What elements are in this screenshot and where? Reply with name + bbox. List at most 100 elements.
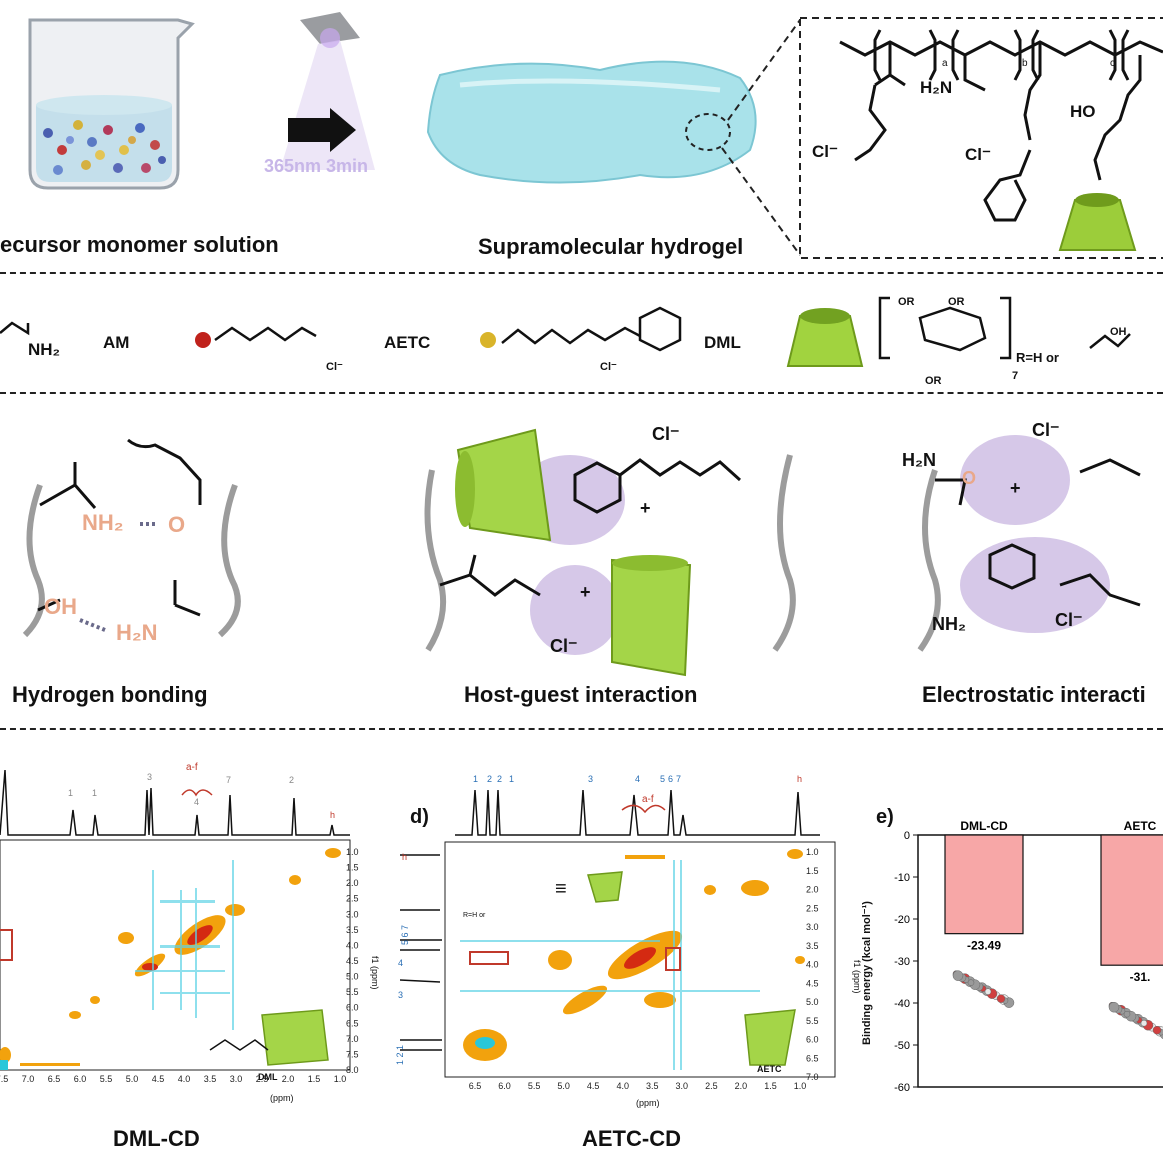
aetc-inset-cd-icon	[744, 1009, 796, 1066]
hydrogen-bonding-diagram	[22, 483, 241, 638]
panel-a-graphic	[28, 12, 1163, 259]
polymer-structure-box	[799, 17, 1163, 259]
y-tick-label: -30	[894, 956, 910, 968]
y-tick-label: -20	[894, 914, 910, 926]
aetc-x-axis-label: (ppm)	[636, 1098, 660, 1108]
aetc-1d-spectrum	[455, 789, 820, 836]
monomers-graphic	[0, 296, 1131, 367]
dml-bracket-label: a-f	[186, 762, 198, 773]
hb-h2n: H₂N	[116, 620, 158, 645]
dml-highlight-box	[0, 929, 13, 961]
y-tick-label: 1.5	[346, 863, 359, 873]
hg-plus-2: +	[580, 582, 591, 602]
monomer-dots	[43, 120, 166, 175]
hydrogel-icon	[426, 60, 757, 184]
host-guest-diagram	[424, 428, 796, 677]
y-tick-label: 2.5	[806, 903, 819, 913]
aetc-peak-4: 4	[635, 774, 641, 784]
y-tick-label: -60	[894, 1082, 910, 1094]
y-tick-label: 4.0	[806, 960, 819, 970]
dml-label: DML	[704, 333, 741, 352]
x-tick-label: 5.0	[126, 1074, 139, 1084]
aetc-peak-5: 5	[660, 774, 666, 784]
x-tick-label: 4.5	[587, 1081, 600, 1091]
x-tick-label: 3.0	[230, 1074, 243, 1084]
aetc-peak-1b: 1	[509, 774, 515, 784]
aetc-peak-6: 6	[668, 774, 674, 784]
aetc-highlight-box-2	[665, 947, 681, 971]
hb-nh2: NH₂	[82, 510, 124, 535]
y-tick-label: 3.0	[806, 922, 819, 932]
es-h2n: H₂N	[902, 450, 936, 470]
y-tick-label: 7.0	[806, 1072, 819, 1082]
x-tick-label: 1.0	[794, 1081, 807, 1091]
hb-o: O	[168, 512, 186, 537]
am-nh2: NH₂	[28, 340, 61, 359]
nmr-dml-cd: 7.57.06.56.05.55.04.54.03.53.02.52.01.51…	[0, 769, 359, 1084]
molecule-atom	[996, 994, 1006, 1003]
aetc-peak-1a: 1	[473, 774, 479, 784]
dml-peak-7: 7	[226, 775, 232, 785]
y-tick-label: 1.0	[346, 847, 359, 857]
y-tick-label: -50	[894, 1040, 910, 1052]
x-tick-label: 2.0	[735, 1081, 748, 1091]
aetc-peak-7: 7	[676, 774, 682, 784]
molecule-atom	[1140, 1019, 1148, 1027]
category-label: DML-CD	[960, 820, 1008, 833]
hb-oh: OH	[44, 594, 77, 619]
dml-peak-1b: 1	[92, 788, 98, 798]
x-tick-label: 6.0	[74, 1074, 87, 1084]
benzene-guest-icon	[573, 461, 622, 514]
x-tick-label: 3.5	[646, 1081, 659, 1091]
aetc-peak-2b: 2	[497, 774, 503, 784]
aetc-cl: Cl⁻	[326, 361, 343, 373]
y-tick-label: 0	[904, 830, 910, 842]
y-tick-label: 8.0	[346, 1065, 359, 1075]
glucose-ring-icon	[918, 306, 987, 352]
molecule-atom	[1108, 1001, 1120, 1013]
es-plus: +	[1010, 478, 1021, 498]
cyclodextrin-icon	[1058, 199, 1137, 251]
am-label: AM	[103, 333, 130, 352]
aetc-bracket-label: a-f	[642, 794, 654, 805]
y-tick-label: 6.5	[346, 1018, 359, 1028]
dml-peak-2: 2	[289, 775, 295, 785]
value-label: -31.	[1130, 970, 1151, 984]
y-tick-label: 4.5	[346, 956, 359, 966]
bar-dml-cd	[944, 834, 1024, 935]
oh-label: OH	[1110, 326, 1127, 338]
polymer-amide: H₂N	[920, 78, 953, 97]
electrostatic-diagram	[917, 435, 1141, 652]
y-tick-label: 7.0	[346, 1034, 359, 1044]
dml-cd-caption: DML-CD	[113, 1126, 200, 1151]
or-label-2: OR	[948, 296, 965, 308]
x-tick-label: 4.0	[616, 1081, 629, 1091]
dml-inset-label: DML	[258, 1072, 278, 1082]
dml-inset-cd-icon	[261, 1009, 329, 1066]
es-o: O	[962, 468, 977, 488]
subscript-a: a	[942, 58, 948, 69]
y-tick-label: 7.5	[346, 1049, 359, 1059]
uv-lamp-icon	[280, 12, 375, 170]
divider-2	[0, 392, 1163, 394]
x-tick-label: 2.5	[256, 1074, 269, 1084]
aetc-cd-legend-icon	[587, 871, 623, 903]
uv-condition-label: 365nm 3min	[264, 156, 369, 176]
cd-host-icon-2	[611, 558, 692, 677]
aetc-inset-label: AETC	[757, 1064, 782, 1074]
aetc-peak-2a: 2	[487, 774, 493, 784]
x-tick-label: 3.5	[204, 1074, 217, 1084]
y-tick-label: 2.0	[346, 878, 359, 888]
aetc-highlight-box-1	[469, 951, 509, 965]
molecule-atom	[952, 970, 964, 981]
y-tick-label: 5.0	[346, 972, 359, 982]
y-tick-label: 6.0	[806, 1035, 819, 1045]
aetc-1d-side-spectrum	[400, 854, 442, 1051]
aetc-side-121: 1 2 1	[395, 1044, 406, 1066]
dml-dot-icon	[480, 332, 496, 348]
molecule-atom	[1152, 1025, 1162, 1035]
dml-cl: Cl⁻	[600, 361, 617, 373]
x-tick-label: 5.5	[528, 1081, 541, 1091]
interactions-graphic	[22, 428, 1141, 677]
